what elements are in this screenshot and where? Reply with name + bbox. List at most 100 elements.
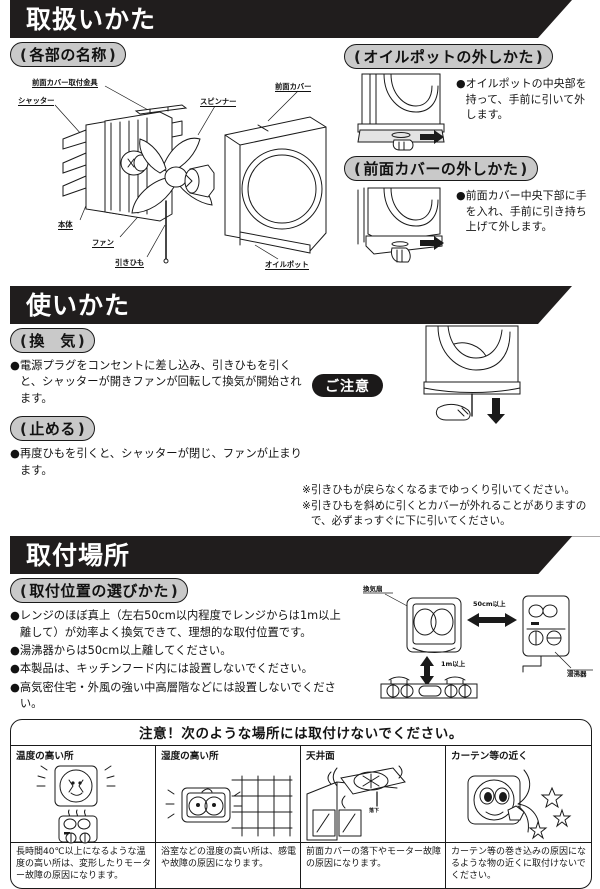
pill-paren-left: ( [20,419,28,438]
caution-badge: ご注意 [312,374,383,397]
oilpot-removal-figure [344,72,452,151]
part-label-front-cover: 前面カバー [275,82,312,93]
bullet-dot: ● [10,680,20,694]
warning-column-humidity-head: 湿度の高い所 [161,750,219,762]
mounting-clearance-diagram: 換気扇 50cm以上 [345,580,595,700]
warning-column-temperature: 温度の高い所 [11,745,156,888]
part-label-oil-pot: オイルポット [265,260,309,271]
oilpot-removal-heading-label: オイルポットの外しかた [363,48,534,66]
fan-pullcord-figure [414,324,534,428]
oilpot-removal-body: オイルポットの中央部を持って、手前に引いて外します。 [465,77,587,122]
caution-badge-label: ご注意 [312,374,383,397]
pill-paren-right: ) [108,45,117,64]
ventilation-heading-label: 換 気 [29,332,76,350]
warning-column-ceiling-head: 天井面 [306,750,335,762]
oilpot-removal-text: ● オイルポットの中央部を持って、手前に引いて外します。 [456,72,592,150]
mounting-bullet-3: ● 本製品は、キッチンフード内には設置しないでください。 [10,661,345,677]
mounting-bullet-1: ● レンジのほぼ真上（左右50cm以内程度でレンジからは1m以上離して）が効率よ… [10,608,345,641]
pill-paren-left: ( [20,45,28,64]
part-label-spinner: スピンナー [200,97,237,108]
warning-column-curtain-head: カーテン等の近く [451,750,528,762]
usage-text-block: ( 換 気 ) ● 電源プラグをコンセントに差し込み、引きひもを引くと、シャッタ… [10,328,310,479]
cover-removal-body: 前面カバー中央下部に手を入れ、手前に引き持ち上げて外します。 [465,189,587,234]
fan-near-curtain-icon [446,762,591,842]
warning-table-title: 注意！次のような場所には取付けないでください。 [139,725,463,742]
pill-paren-right: ) [170,581,179,600]
warning-column-humidity: 湿度の高い所 [156,745,301,888]
bullet-dot: ● [10,359,20,372]
pill-paren-left: ( [354,47,362,66]
exploded-parts-diagram: 前面カバー取付金具 シャッター スピンナー 前面カバー 本体 ファン 引きひも … [10,73,340,278]
oilpot-removal-heading: ( オイルポットの外しかた ) [344,44,554,69]
banner-handling-title: 取扱いかた [26,4,157,34]
stop-heading-label: 止める [29,420,76,439]
mounting-bullet-2: ● 湯沸器からは50cm以上離してください。 [10,643,345,659]
section-usage: 使いかた ( 換 気 ) ● 電源プラグをコンセントに差し込み、引きひもを引くと… [0,286,600,528]
caution-mark: ※ [302,483,311,496]
usage-caution-block: ご注意 [310,325,592,479]
diagram-vertical-dim-text: 1m以上 [441,659,466,668]
part-label-pull-cord: 引きひも [115,258,145,269]
section-handling: 取扱いかた ( 各部の名称 ) 前面カバー取付金具 シャッター スピンナー 前面… [0,0,600,278]
warning-column-ceiling-caption: 前面カバーの落下やモーター故障の原因になります。 [301,841,445,888]
pill-paren-right: ) [77,419,86,438]
banner-mounting: 取付場所 [0,536,600,575]
bullet-dot: ● [10,609,20,623]
pill-paren-right: ) [77,331,86,350]
parts-name-block: ( 各部の名称 ) 前面カバー取付金具 シャッター スピンナー 前面カバー 本体… [10,42,340,278]
banner-handling: 取扱いかた [0,0,600,38]
mounting-bullet-3-text: 本製品は、キッチンフード内には設置しないでください。 [19,662,313,676]
stop-heading: ( 止める ) [10,416,96,442]
warning-column-curtain-caption: カーテン等の巻き込みの原因になるような物の近くに取付けないでください。 [446,841,591,888]
bullet-dot: ● [456,189,466,202]
mounting-position-heading-label: 取付位置の選びかた [29,582,169,601]
mounting-bullet-4: ● 高気密住宅・外風の強い中高層階などには設置しないでください。 [10,680,345,713]
mounting-bullet-1-text: レンジのほぼ真上（左右50cm以内程度でレンジからは1m以上離して）が効率よく換… [19,609,341,639]
pill-paren-left: ( [354,159,362,178]
diagram-heater-label-text: 湯沸器 [567,669,587,678]
fan-in-bathroom-icon [156,762,300,842]
stop-text: ● 再度ひもを引くと、シャッターが閉じ、ファンが止まります。 [10,446,310,479]
ventilation-text: ● 電源プラグをコンセントに差し込み、引きひもを引くと、シャッターが開きファンが… [10,358,310,407]
part-label-body: 本体 [58,220,73,231]
part-label-shutter: シャッター [18,96,55,107]
cover-removal-heading: ( 前面カバーの外しかた ) [344,156,538,181]
oilpot-removal-block: ( オイルポットの外しかた ) [344,44,592,151]
caution-mark: ※ [302,499,311,512]
mounting-position-heading: ( 取付位置の選びかた ) [10,578,189,604]
pill-paren-right: ) [520,159,528,178]
diagram-horizontal-dim-text: 50cm以上 [473,599,506,608]
ventilation-heading: ( 換 気 ) [10,328,96,353]
warning-column-temperature-caption: 長時間40℃以上になるような温度の高い所は、変形したりモーター故障の原因になりま… [11,841,155,888]
exploded-diagram-artwork [54,85,327,264]
part-label-bracket: 前面カバー取付金具 [32,78,98,89]
fan-over-heater-icon [11,762,155,844]
banner-usage: 使いかた [0,286,600,324]
removal-instructions-block: ( オイルポットの外しかた ) [340,42,592,278]
stop-body: 再度ひもを引くと、シャッターが閉じ、ファンが止まります。 [19,447,302,477]
bullet-dot: ● [10,447,20,461]
warning-column-ceiling: 天井面 [301,745,446,888]
mounting-bullet-2-text: 湯沸器からは50cm以上離してください。 [19,644,232,658]
warning-column-temperature-head: 温度の高い所 [16,750,74,762]
mounting-diagram-block: 換気扇 50cm以上 [345,578,595,712]
caution-item-1-text: 引きひもが戻らなくなるまでゆっくり引いてください。 [310,483,576,496]
ventilation-body: 電源プラグをコンセントに差し込み、引きひもを引くと、シャッターが開きファンが回転… [19,359,302,405]
warning-column-humidity-caption: 浴室などの湿度の高い所は、感電や故障の原因になります。 [156,841,300,888]
cover-removal-block: ( 前面カバーの外しかた ) [344,156,592,263]
caution-item-1: ※ 引きひもが戻らなくなるまでゆっくり引いてください。 [302,483,592,498]
mounting-text-block: ( 取付位置の選びかた ) ● レンジのほぼ真上（左右50cm以内程度でレンジか… [10,578,345,712]
cover-removal-heading-label: 前面カバーの外しかた [363,160,519,178]
mounting-bullet-4-text: 高気密住宅・外風の強い中高層階などには設置しないでください。 [19,680,336,711]
caution-item-2: ※ 引きひもを斜めに引くとカバーが外れることがありますので、必ずまっすぐに下に引… [302,499,592,529]
bullet-dot: ● [456,77,466,90]
bullet-dot: ● [10,644,20,658]
warning-table: 注意！次のような場所には取付けないでください。 温度の高い所 [10,718,592,889]
section-mounting: 取付場所 ( 取付位置の選びかた ) ● レンジのほぼ真上（左右50cm以内程度… [0,536,600,889]
svg-text:落下: 落下 [369,807,379,814]
cover-removal-figure [344,184,452,263]
pill-paren-right: ) [535,47,544,66]
parts-name-heading-label: 各部の名称 [29,46,107,64]
banner-mounting-title: 取付場所 [26,540,131,570]
parts-name-heading: ( 各部の名称 ) [10,42,127,67]
